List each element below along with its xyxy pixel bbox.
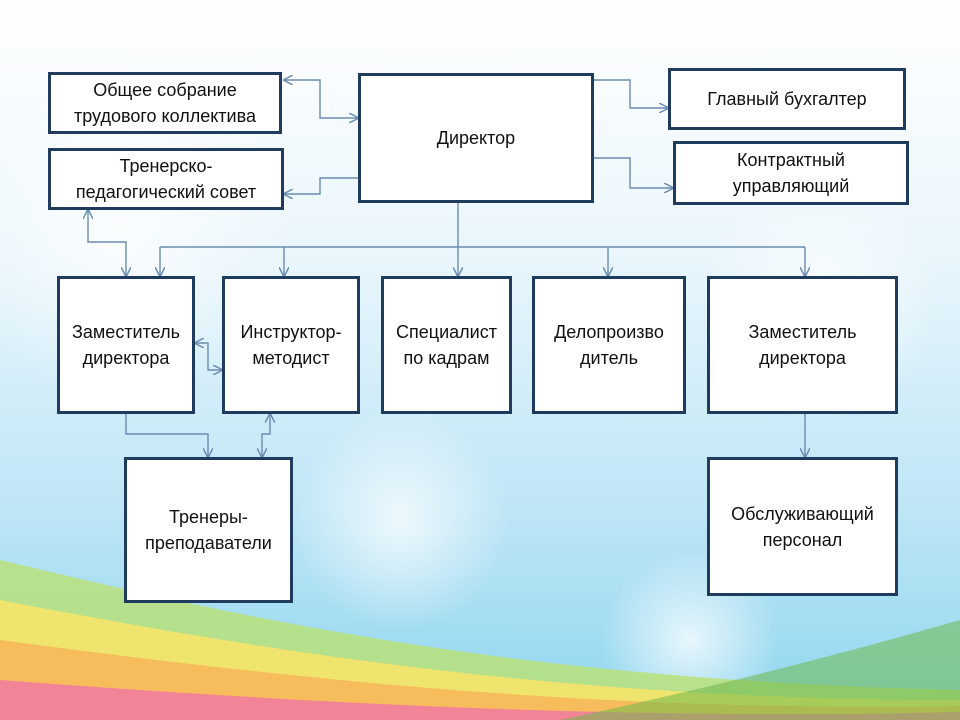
node-label-line: Заместитель — [72, 322, 180, 342]
node-trenery-prepodavateli: Тренеры-преподаватели — [124, 457, 293, 603]
node-label-line: методист — [252, 348, 330, 368]
node-instruktor-metodist: Инструктор-методист — [222, 276, 360, 414]
node-label-line: Директор — [436, 128, 516, 148]
node-label-line: управляющий — [732, 176, 850, 196]
node-zam-direktora-1: Заместитель директора — [57, 276, 195, 414]
node-label-line: директора — [82, 348, 170, 368]
node-glavny-buhgalter: Главный бухгалтер — [668, 68, 906, 130]
node-obshchee-sobranie: Общее собрание трудового коллектива — [48, 72, 282, 134]
node-label-line: Заместитель — [748, 322, 857, 342]
node-label-line: Контрактный — [737, 150, 845, 170]
node-specialist-po-kadram: Специалист по кадрам — [381, 276, 512, 414]
node-label-line: Специалист — [396, 322, 497, 342]
node-label-line: Общее собрание — [93, 80, 237, 100]
node-trenersko-pedagogicheskiy-sovet: Тренерско-педагогический совет — [48, 148, 284, 210]
node-direktor: Директор — [358, 73, 594, 203]
node-label-line: Тренеры- — [169, 507, 248, 527]
node-label-line: преподаватели — [145, 533, 272, 553]
node-label-line: дитель — [580, 348, 638, 368]
node-label-line: персонал — [762, 529, 843, 550]
node-label-line: Обслуживающий — [731, 503, 874, 524]
node-zam-direktora-2: Заместитель директора — [707, 276, 898, 414]
node-deloproizvoditel: Делопроизво дитель — [532, 276, 686, 414]
node-label-line: Делопроизво — [554, 322, 664, 342]
node-label-line: директора — [759, 348, 846, 368]
node-label-line: Главный бухгалтер — [707, 89, 867, 109]
node-kontraktny-upravlyayushchiy: Контрактный управляющий — [673, 141, 909, 205]
node-label-line: трудового коллектива — [74, 106, 256, 126]
node-label-line: Инструктор- — [240, 322, 342, 342]
node-obsluzhivayushchiy-personal: Обслуживающий персонал — [707, 457, 898, 596]
node-label-line: по кадрам — [403, 348, 490, 368]
node-label-line: педагогический совет — [75, 182, 257, 202]
node-label-line: Тренерско- — [119, 156, 213, 176]
